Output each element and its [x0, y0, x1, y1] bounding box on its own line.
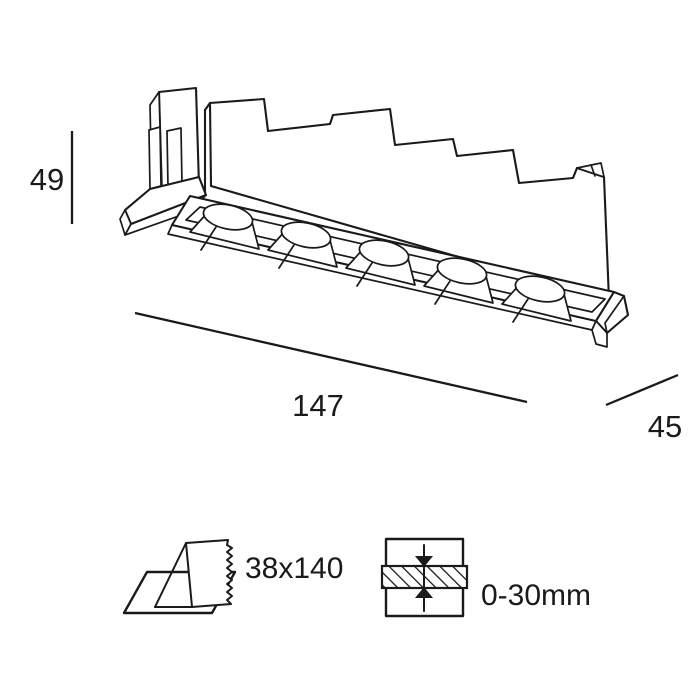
led-cell-4-facet	[434, 280, 451, 305]
spring-clip-foot-underside	[124, 211, 191, 236]
led-cell-1	[189, 203, 260, 251]
fixture-assembly	[119, 86, 630, 348]
spring-clip-leaf	[148, 126, 162, 190]
led-cell-5	[501, 275, 572, 323]
cutout-fold-left	[154, 542, 187, 608]
led-cell-array	[189, 203, 572, 323]
led-cell-2-facet	[278, 244, 295, 269]
ceiling-thickness-icon	[380, 537, 469, 618]
led-cell-5-lens	[514, 275, 566, 303]
led-cell-3	[345, 239, 416, 287]
length-dimension-label: 147	[292, 388, 344, 423]
length-dimension-line	[134, 311, 528, 404]
spring-clip-foot	[123, 175, 208, 226]
housing-end-tab	[576, 162, 605, 178]
depth-dimension-line	[605, 373, 679, 407]
cutout-label: 38x140	[245, 552, 343, 585]
led-cell-5-facet	[512, 298, 529, 323]
led-cell-4-lens	[436, 257, 488, 285]
ceiling-cutout-icon	[122, 539, 237, 615]
thickness-arrow-bottom	[415, 587, 433, 598]
end-cap-fold	[604, 295, 625, 334]
led-cell-3-facet	[356, 262, 373, 287]
note-ceiling-thickness: 0-30mm	[380, 537, 591, 618]
led-cell-3-lens	[358, 239, 410, 267]
bezel-right-tab	[591, 320, 608, 348]
height-dimension: 49	[30, 131, 74, 224]
housing	[203, 97, 611, 302]
thickness-arrow-top	[415, 556, 433, 567]
led-cell-2	[267, 221, 338, 269]
length-dimension: 147	[134, 311, 528, 423]
depth-dimension: 45	[605, 373, 682, 444]
note-cutout: 38x140	[122, 539, 343, 615]
led-cell-2-lens	[280, 221, 332, 249]
height-dimension-label: 49	[30, 162, 64, 197]
ceiling-thickness-label: 0-30mm	[481, 579, 591, 612]
depth-dimension-label: 45	[648, 409, 682, 444]
housing-outline	[208, 97, 611, 302]
housing-end-tab-fold	[590, 164, 596, 177]
led-cell-4	[423, 257, 494, 305]
housing-left-edge	[203, 101, 212, 195]
led-cell-1-lens	[202, 203, 254, 231]
led-cell-1-facet	[200, 226, 217, 251]
cutout-slanted-plane	[185, 539, 233, 608]
spring-clip-finger	[166, 127, 183, 188]
